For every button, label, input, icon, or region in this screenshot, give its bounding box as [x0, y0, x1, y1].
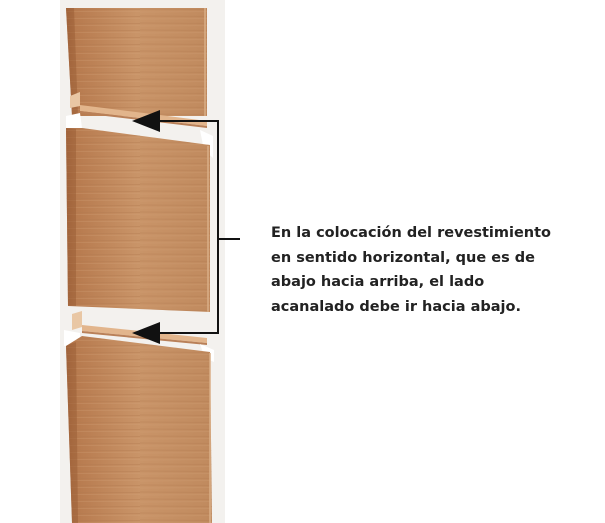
siding-board-middle: [66, 128, 210, 312]
caption-line: en sentido horizontal, que es de: [271, 249, 535, 266]
callout-bracket: [152, 120, 240, 334]
siding-board-bottom: [66, 336, 212, 523]
caption-text: En la colocación del revestimiento en se…: [271, 221, 601, 319]
siding-board-top: [66, 8, 207, 116]
caption-line: abajo hacia arriba, el lado: [271, 274, 485, 290]
caption-line: acanalado debe ir hacia abajo.: [271, 298, 521, 315]
caption-line: En la colocación del revestimiento: [271, 225, 552, 241]
arrow-head-bottom: [132, 322, 160, 344]
arrow-head-top: [132, 110, 160, 132]
